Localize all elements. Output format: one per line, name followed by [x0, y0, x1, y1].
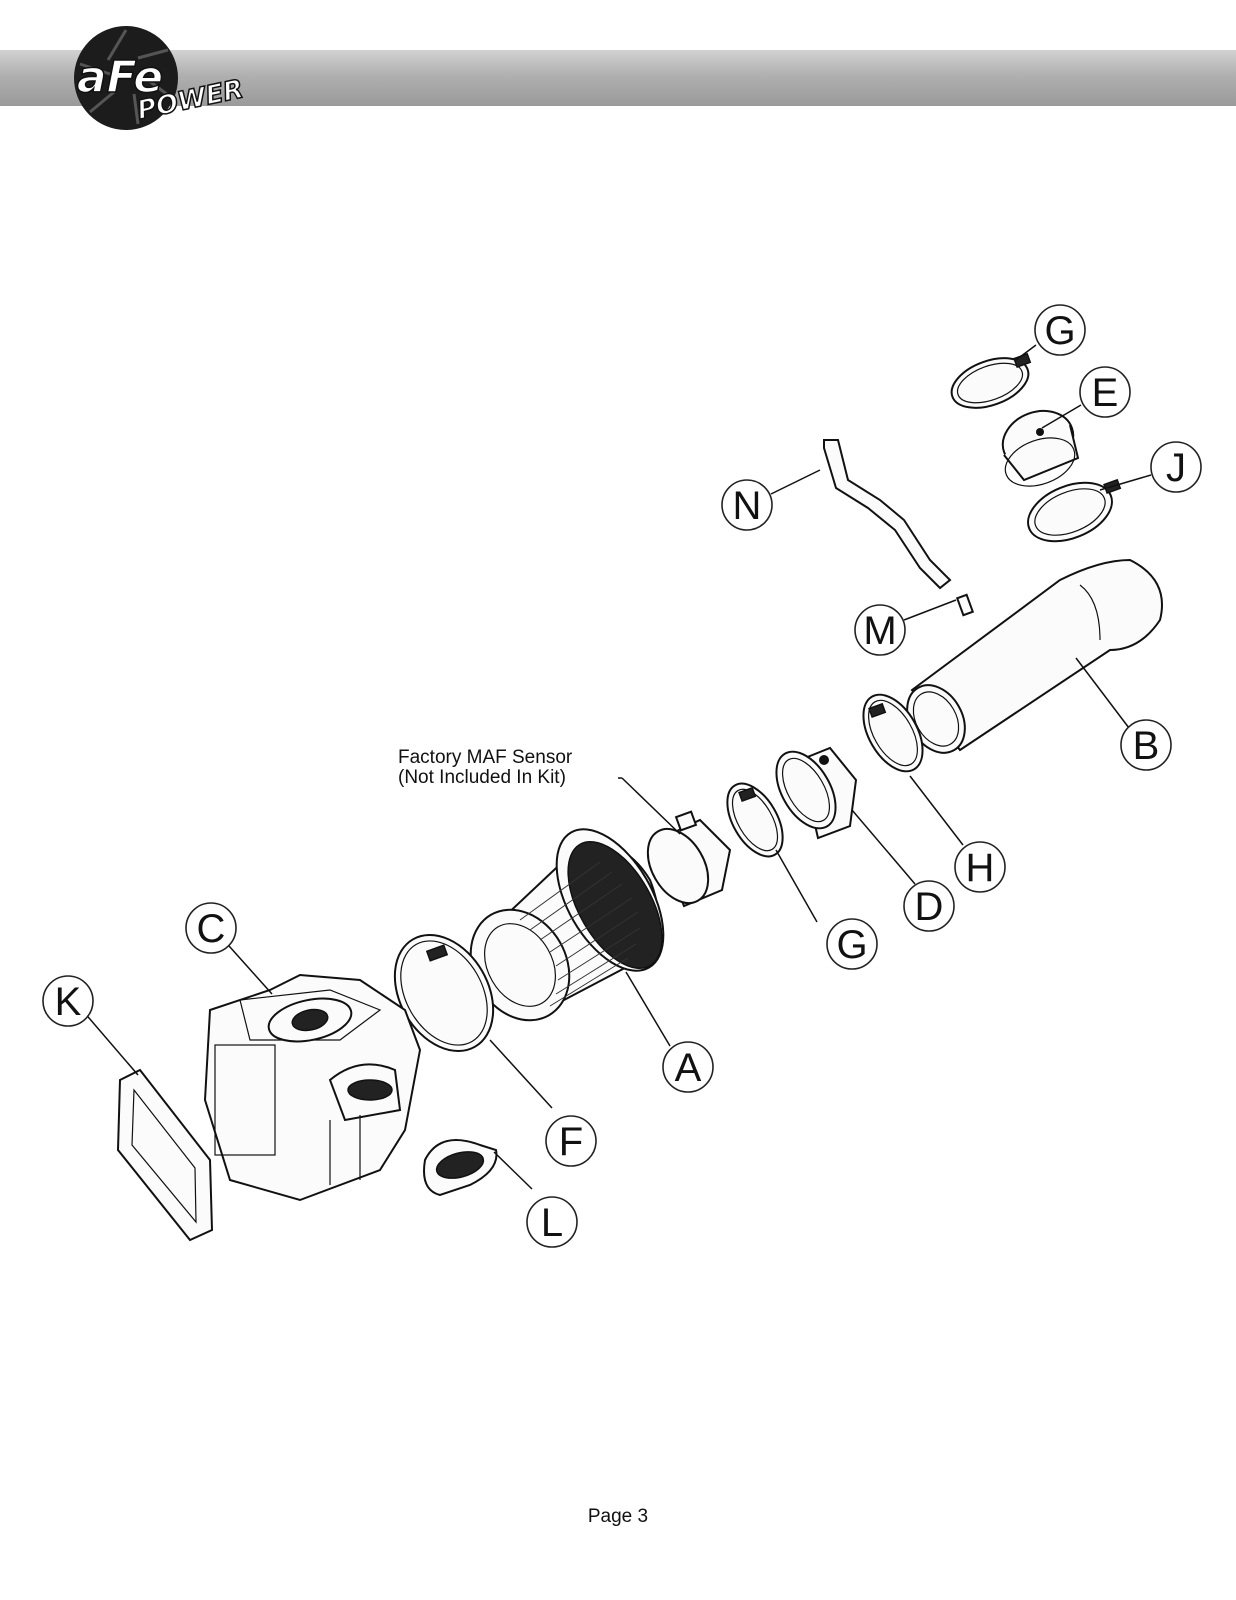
- airbox-c: [203, 973, 422, 1202]
- callout-letter: C: [197, 907, 226, 951]
- callout-letter: G: [1044, 309, 1075, 353]
- maf-sensor-note: Factory MAF Sensor (Not Included In Kit): [398, 748, 572, 788]
- callout-letter: F: [559, 1120, 583, 1164]
- callout-letter: J: [1166, 446, 1186, 490]
- callout-letter: B: [1133, 724, 1160, 768]
- maf-sensor: [646, 810, 732, 908]
- breather-tube-n: [823, 439, 952, 590]
- callout-c: C: [185, 902, 237, 954]
- svg-text:aFe: aFe: [77, 52, 163, 103]
- callout-letter: L: [541, 1201, 563, 1245]
- clamp-f: [393, 933, 495, 1053]
- callout-b: B: [1120, 719, 1172, 771]
- clamp-g-top: [950, 352, 1032, 409]
- callout-m: M: [854, 604, 906, 656]
- page-number: Page 3: [587, 1506, 649, 1527]
- callout-letter: E: [1092, 371, 1119, 415]
- air-filter-a: [469, 828, 665, 1022]
- callout-letter: H: [966, 846, 995, 890]
- callout-g-mid: G: [826, 918, 878, 970]
- callout-n: N: [721, 479, 773, 531]
- gasket-k: [116, 1068, 214, 1242]
- note-line-2: (Not Included In Kit): [398, 767, 566, 788]
- clamp-j: [1027, 478, 1122, 543]
- callout-letter: M: [863, 609, 896, 653]
- clamp-h: [862, 693, 924, 773]
- callout-l: L: [526, 1196, 578, 1248]
- callout-d: D: [903, 880, 955, 932]
- coupler-e: [1001, 409, 1080, 487]
- header-bar: [0, 50, 1236, 106]
- callout-h: H: [954, 841, 1006, 893]
- coupler-d: [775, 746, 858, 840]
- note-line-1: Factory MAF Sensor: [398, 747, 573, 768]
- leader-lines: [82, 344, 1152, 1190]
- callout-g-top: G: [1034, 304, 1086, 356]
- fitting-m: [955, 593, 975, 617]
- intake-tube-b: [906, 558, 1163, 754]
- callout-k: K: [42, 975, 94, 1027]
- callout-j: J: [1150, 441, 1202, 493]
- callout-a: A: [662, 1041, 714, 1093]
- callout-letter: A: [675, 1046, 702, 1090]
- badge-l: [423, 1139, 498, 1197]
- callout-f: F: [545, 1115, 597, 1167]
- callout-letter: N: [733, 484, 762, 528]
- callout-letter: K: [55, 980, 82, 1024]
- callout-letter: G: [836, 923, 867, 967]
- callout-letter: D: [915, 885, 944, 929]
- clamp-g-mid: [726, 782, 784, 858]
- callout-e: E: [1079, 366, 1131, 418]
- afe-power-logo: aFe POWER: [68, 20, 248, 140]
